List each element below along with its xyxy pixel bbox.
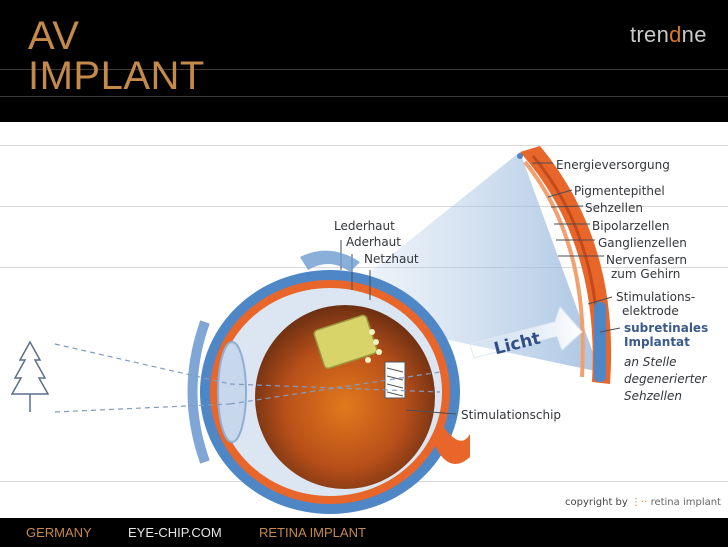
retina-implant-diagram: Energieversorgung Pigmentepithel Sehzell… [0, 122, 728, 518]
footer-bar: GERMANY EYE-CHIP.COM RETINA IMPLANT [0, 518, 728, 547]
label-ganglienzellen: Ganglienzellen [598, 236, 687, 250]
cornea [187, 320, 210, 464]
label-sehzellen-2: Sehzellen [624, 389, 682, 403]
projection-lines [54, 343, 441, 413]
chip-pins [365, 329, 382, 363]
fundus-photo [255, 305, 435, 489]
label-energieversorgung: Energieversorgung [556, 158, 670, 172]
label-degenerierter: degenerierter [624, 372, 707, 386]
title-line-2: IMPLANT [28, 54, 205, 98]
slide-gridline [0, 145, 728, 146]
rotation-arrow [300, 250, 360, 272]
copyright-note: copyright by ⋮·· retina implant [565, 497, 721, 508]
light-arrow [469, 306, 583, 359]
eye-illustration [10, 146, 621, 514]
label-nervenfasern: Nervenfasern [606, 253, 687, 267]
header-divider [0, 96, 728, 97]
label-elektrode: elektrode [622, 304, 679, 318]
label-stimulationschip: Stimulationschip [461, 408, 562, 422]
label-bipolarzellen: Bipolarzellen [592, 219, 670, 233]
label-implantat: Implantat [624, 335, 690, 349]
footer-eye-chip-link[interactable]: EYE-CHIP.COM [128, 525, 222, 540]
label-pigmentepithel: Pigmentepithel [574, 184, 665, 198]
label-lederhaut: Lederhaut [334, 219, 395, 233]
label-subretinales: subretinales [624, 321, 709, 335]
implant-coil [384, 361, 406, 399]
title-line-1: AV [28, 14, 80, 58]
slide-gridline [0, 206, 728, 207]
header-bar: AV IMPLANT trendne [0, 0, 728, 122]
tree-icon [10, 340, 50, 412]
header-divider [0, 69, 728, 70]
footer-germany: GERMANY [26, 525, 92, 540]
brand-logo: trendne [630, 22, 707, 47]
label-an-stelle: an Stelle [624, 355, 677, 369]
label-zum-gehirn: zum Gehirn [611, 267, 681, 281]
label-netzhaut: Netzhaut [364, 252, 419, 266]
slide-gridline [0, 267, 728, 268]
lens [217, 341, 247, 443]
label-aderhaut: Aderhaut [346, 235, 401, 249]
footer-retina-implant: RETINA IMPLANT [259, 525, 366, 540]
optic-nerve [432, 422, 470, 465]
subretinal-implant [594, 302, 606, 382]
energy-supply-dot [517, 153, 523, 159]
label-stimulations: Stimulations- [616, 290, 696, 304]
label-sehzellen: Sehzellen [585, 201, 643, 215]
